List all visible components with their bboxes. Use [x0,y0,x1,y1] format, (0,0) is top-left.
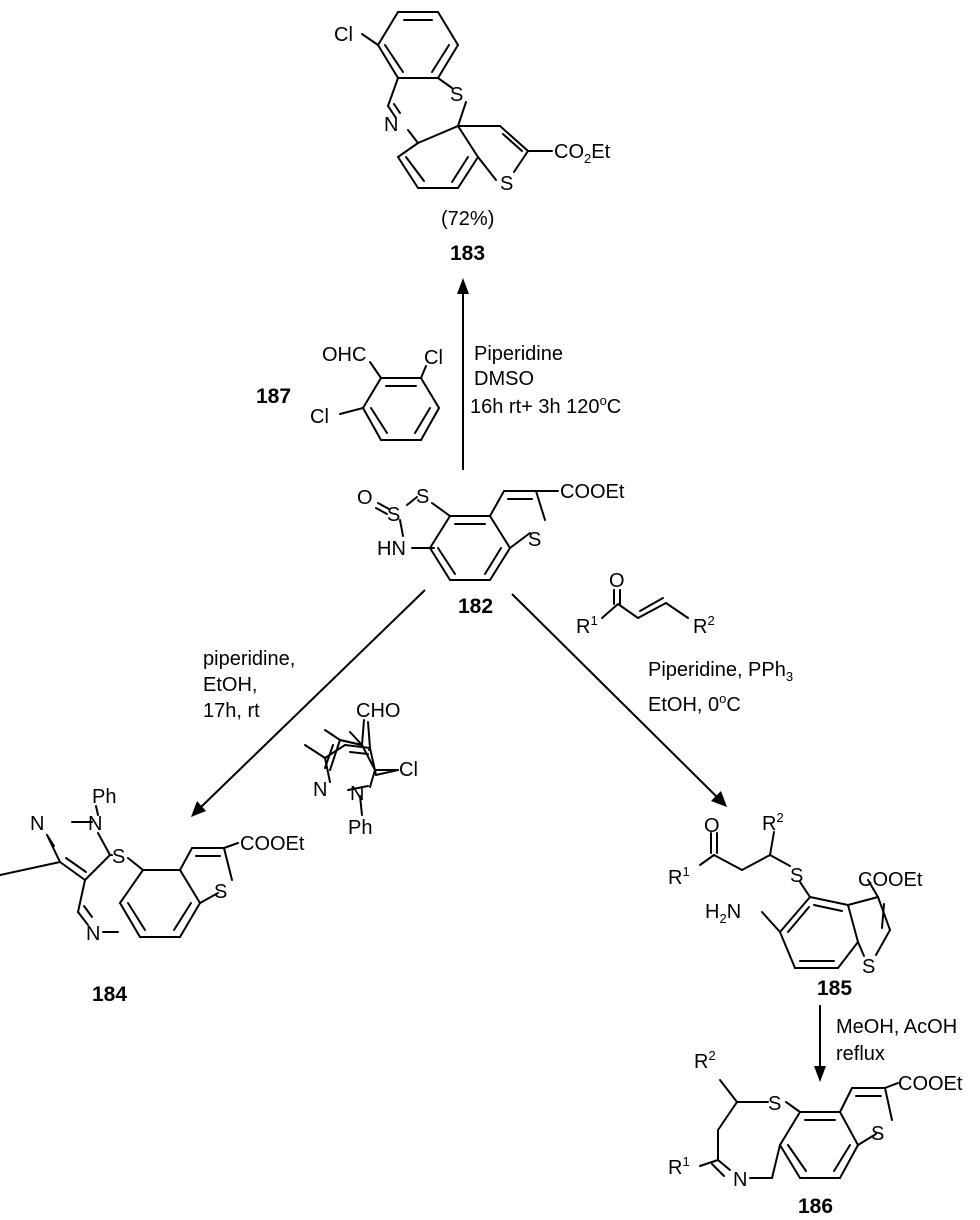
atom-s: S [528,529,541,551]
substituent-r2: R2 [694,1048,716,1073]
substituent-cooet: COOEt [858,869,923,891]
arrowhead [814,1066,826,1082]
compound-185-structure [699,831,891,969]
compound-182-structure [375,490,559,581]
atom-ph: Ph [92,786,116,808]
condition-solvents: MeOH, AcOH [836,1016,957,1038]
atom-ph: Ph [348,817,372,839]
compound-186-structure [699,1079,899,1179]
condition-reagent: Piperidine [474,343,563,365]
atom-s: S [416,486,429,508]
compound-label-187: 187 [256,385,291,408]
pyrazole-aldehyde-structure [324,719,399,788]
compound-label-183: 183 [450,242,485,265]
atom-n: N [733,1169,747,1191]
substituent-cooet: COOEt [560,481,625,503]
atom-n: N [88,813,102,835]
atom-nh: HN [377,538,406,560]
atom-n: N [350,783,364,805]
atom-o: O [609,570,625,592]
pyrazole-aldehyde-ring [304,721,399,816]
atom-cl: Cl [334,24,353,46]
atom-s: S [112,846,125,868]
condition-time-temp: 16h rt+ 3h 120oC [470,393,621,418]
atom-o: O [704,815,720,837]
atom-o: O [357,487,373,509]
condition-reagent: piperidine, [203,648,295,670]
atom-s: S [387,504,400,526]
substituent-r2: R2 [693,613,715,638]
compound-label-184: 184 [92,983,127,1006]
substituent-cooet: COOEt [240,833,305,855]
yield-183: (72%) [441,208,494,230]
compound-183-structure [361,11,553,189]
condition-solvent: EtOH, [203,674,257,696]
substituent-r1: R1 [668,1154,690,1179]
condition-solvent: DMSO [474,368,534,390]
atom-n: N [30,813,44,835]
substituent-co2et: CO2Et [554,141,611,166]
compound-187-structure [339,361,440,441]
condition-solvent-temp: EtOH, 0oC [648,691,741,716]
enone-structure [601,589,689,619]
atom-cl: Cl [399,759,418,781]
substituent-r2: R2 [762,810,784,835]
atom-s: S [214,881,227,903]
atom-s: S [500,173,513,195]
atom-s: S [862,956,875,978]
compound-label-182: 182 [458,595,493,618]
atom-s: S [871,1123,884,1145]
arrowhead [191,801,206,817]
atom-n: N [384,114,398,136]
atom-n: N [86,923,100,945]
compound-label-185: 185 [817,977,852,1000]
atom-cho: OHC [322,344,366,366]
atom-s: S [450,84,463,106]
atom-n: N [313,779,327,801]
condition-temp: reflux [836,1043,885,1065]
condition-reagent: Piperidine, PPh3 [648,659,793,684]
reaction-arrow-to-184 [199,589,426,809]
substituent-cooet: COOEt [898,1073,963,1095]
arrowhead [457,278,469,294]
substituent-r1: R1 [668,864,690,889]
arrowhead [711,791,727,807]
atom-s: S [768,1093,781,1115]
atom-cl: Cl [424,347,443,369]
compound-184-structure [0,805,239,938]
atom-cl: Cl [310,406,329,428]
atom-cho: CHO [356,700,400,722]
reaction-arrow-to-185 [511,593,719,799]
condition-time-temp: 17h, rt [203,700,260,722]
atom-s: S [790,865,803,887]
compound-label-186: 186 [798,1195,833,1218]
substituent-nh2: H2N [705,901,741,926]
substituent-r1: R1 [576,613,598,638]
